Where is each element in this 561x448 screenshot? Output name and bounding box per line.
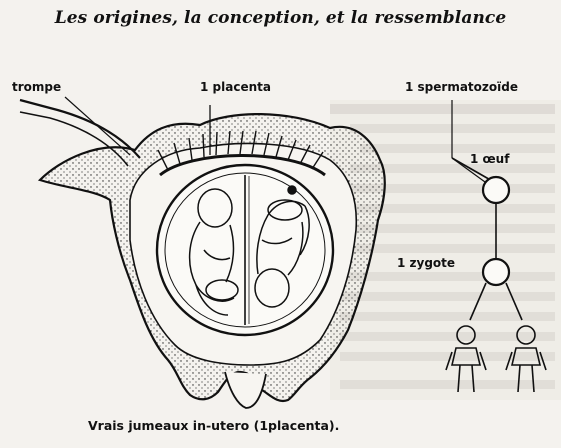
- label-oeuf: 1 œuf: [470, 152, 509, 166]
- label-zygote: 1 zygote: [397, 256, 455, 270]
- figure-caption: Vrais jumeaux in-utero (1placenta).: [88, 418, 339, 433]
- label-spermatozoide: 1 spermatozoïde: [405, 80, 518, 94]
- label-trompe: trompe: [12, 80, 61, 94]
- zygote-icon: [483, 259, 509, 285]
- egg-icon: [483, 177, 509, 203]
- label-placenta: 1 placenta: [200, 80, 271, 94]
- amniotic-sac: [157, 165, 333, 335]
